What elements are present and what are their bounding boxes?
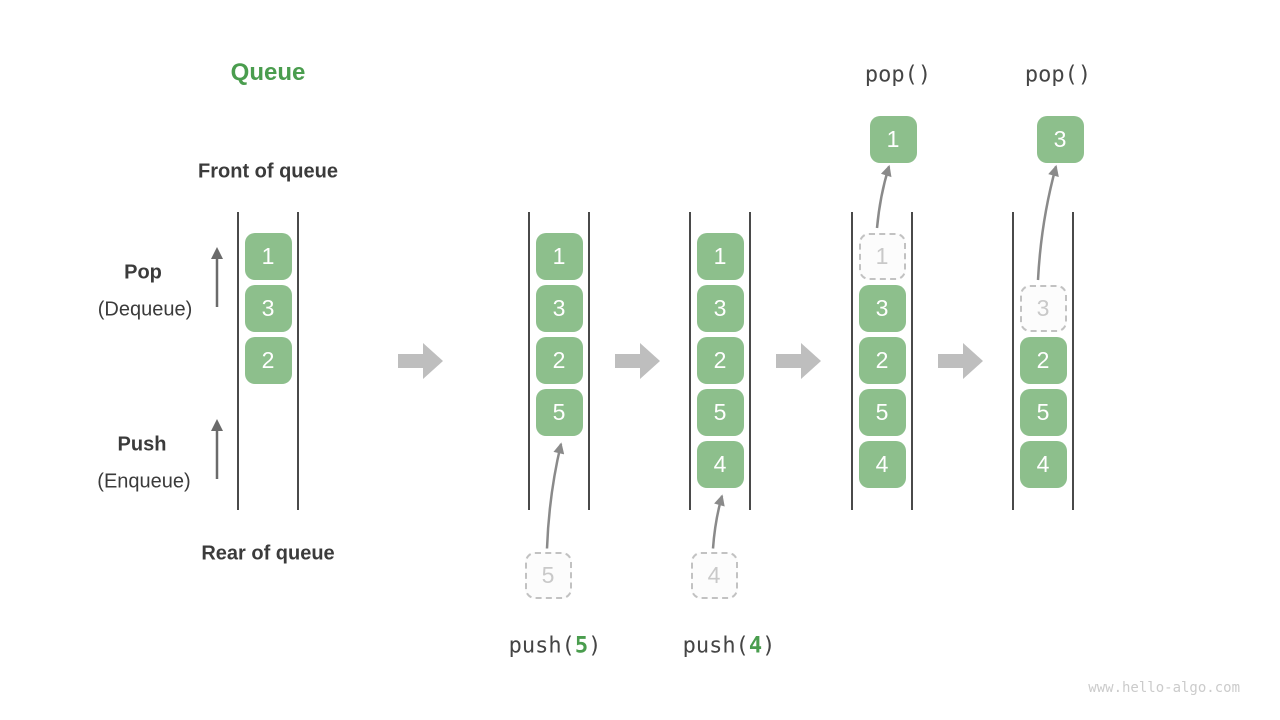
queue-item-box: 3 <box>696 285 744 332</box>
step-arrow <box>938 343 983 379</box>
step-arrow <box>776 343 821 379</box>
queue-rail-right <box>588 212 590 510</box>
enqueue-sub-label: (Enqueue) <box>97 470 191 493</box>
queue-item-box: 5 <box>696 389 744 436</box>
queue-item-box: 2 <box>244 337 292 384</box>
queue-item-box: 5 <box>858 389 906 436</box>
queue-item-box: 3 <box>858 285 906 332</box>
queue-item-box: 2 <box>696 337 744 384</box>
watermark: www.hello-algo.com <box>1088 680 1240 696</box>
queue-item-box: 3 <box>244 285 292 332</box>
pop-call-label: pop() <box>865 63 931 88</box>
queue-rail-left <box>1012 212 1014 510</box>
queue-rail-right <box>297 212 299 510</box>
queue-item-box-dashed: 3 <box>1019 285 1067 332</box>
queue-item-box: 3 <box>535 285 583 332</box>
pushed-item-box: 5 <box>524 551 572 599</box>
push-operation-label: Push <box>117 433 167 456</box>
front-of-queue-label: Front of queue <box>198 160 338 183</box>
queue-item-box: 2 <box>535 337 583 384</box>
pushed-item-box: 4 <box>690 551 738 599</box>
dequeue-sub-label: (Dequeue) <box>97 298 193 321</box>
pop-call-label: pop() <box>1025 63 1091 88</box>
queue-rail-right <box>911 212 913 510</box>
queue-rail-left <box>528 212 530 510</box>
queue-rail-left <box>851 212 853 510</box>
push-call-label: push(4) <box>683 634 776 659</box>
queue-item-box: 1 <box>696 233 744 280</box>
queue-item-box: 5 <box>535 389 583 436</box>
step-arrow <box>398 343 443 379</box>
queue-item-box: 4 <box>858 441 906 488</box>
push-curve-arrow <box>545 442 565 549</box>
queue-item-box: 4 <box>1019 441 1067 488</box>
pop-curve-arrow <box>1036 164 1059 281</box>
push-call-label: push(5) <box>509 634 602 659</box>
code-text: pop() <box>864 62 932 88</box>
push-curve-arrow <box>711 494 725 549</box>
queue-item-box: 1 <box>535 233 583 280</box>
queue-item-box: 5 <box>1019 389 1067 436</box>
step-arrow <box>615 343 660 379</box>
code-text: push( <box>508 633 575 659</box>
queue-item-box-dashed: 1 <box>858 233 906 280</box>
code-arg: 4 <box>748 633 763 659</box>
rear-of-queue-label: Rear of queue <box>201 542 335 565</box>
popped-item-box: 3 <box>1036 115 1084 163</box>
popped-item-box: 1 <box>869 115 917 163</box>
code-text: pop() <box>1024 62 1092 88</box>
pop-operation-label: Pop <box>124 261 162 284</box>
code-text: ) <box>588 633 602 659</box>
code-arg: 5 <box>574 633 589 659</box>
code-text: push( <box>682 633 749 659</box>
queue-item-box: 2 <box>1019 337 1067 384</box>
queue-item-box: 4 <box>696 441 744 488</box>
code-text: ) <box>762 633 776 659</box>
queue-item-box: 1 <box>244 233 292 280</box>
queue-rail-right <box>749 212 751 510</box>
queue-rail-left <box>689 212 691 510</box>
queue-item-box: 2 <box>858 337 906 384</box>
pop-curve-arrow <box>875 164 892 229</box>
diagram-title: Queue <box>230 59 306 86</box>
queue-rail-right <box>1072 212 1074 510</box>
queue-rail-left <box>237 212 239 510</box>
